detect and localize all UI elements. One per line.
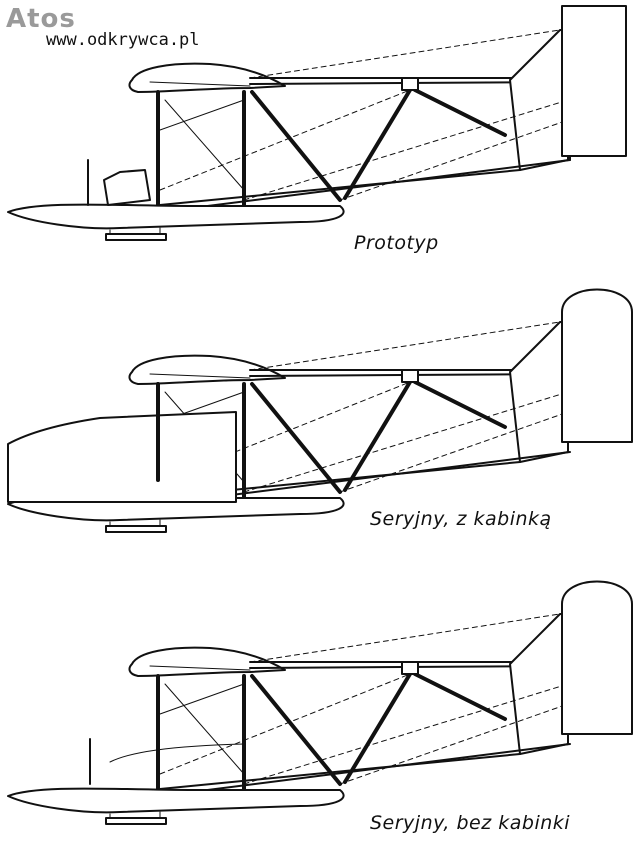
caption-serial-without-cabin: Seryjny, bez kabinki — [370, 812, 571, 834]
watermark-text: Atos — [6, 4, 76, 34]
caption-prototype: Prototyp — [354, 232, 439, 254]
drawing-serial-with-cabin — [6, 288, 633, 534]
site-url: www.odkrywca.pl — [46, 30, 200, 50]
caption-serial-with-cabin: Seryjny, z kabinką — [370, 508, 552, 530]
drawing-prototype — [6, 5, 627, 242]
drawing-serial-without-cabin — [6, 580, 633, 826]
